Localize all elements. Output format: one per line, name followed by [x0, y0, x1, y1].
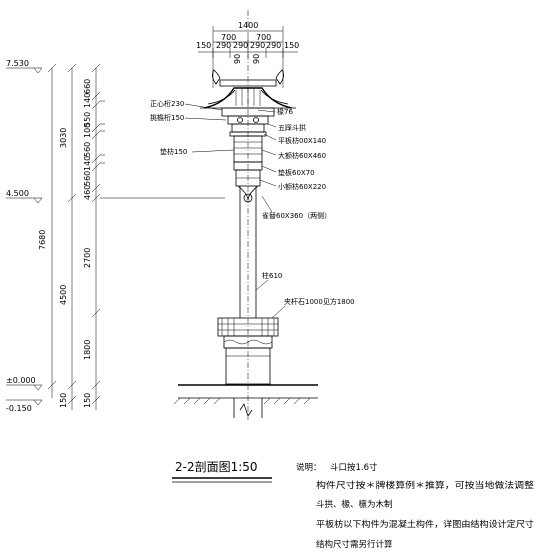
dim-r-150: 150: [83, 393, 92, 408]
dim-r-460: 460: [83, 185, 92, 200]
note-line-5: 结构尺寸需另行计算: [316, 539, 393, 550]
elev-mid: 4.500: [6, 189, 29, 198]
label-rafter: 椽76: [277, 107, 293, 116]
label-column-head: 垫板60X70: [278, 168, 315, 177]
dim-r-560a: 560: [83, 142, 92, 157]
dim-center-left: 90: [233, 54, 242, 64]
elev-base: -0.150: [6, 404, 32, 413]
dim-part-6: 150: [284, 41, 299, 50]
dim-r-2700: 2700: [83, 248, 92, 268]
note-line-1: 斗口按1.6寸: [330, 462, 378, 473]
dim-part-2: 290: [216, 41, 231, 50]
column-shaft: [239, 10, 257, 420]
notes-heading: 说明：: [296, 462, 322, 473]
label-purlin: 垫枋150: [160, 147, 187, 156]
label-beam-large: 大额枋60X460: [278, 151, 326, 160]
dim-r-100: 100: [83, 123, 92, 138]
dim-r-140b: 140: [83, 156, 92, 171]
note-line-3: 斗拱、椽、檩为木制: [316, 499, 393, 510]
notes-block: 说明： 斗口按1.6寸 构件尺寸按＊牌楼算例＊推算，可按当地做法调整 斗拱、椽、…: [296, 462, 535, 550]
elev-top: 7.530: [6, 59, 29, 68]
note-line-4: 平板枋以下构件为混凝土构件，详图由结构设计定尺寸: [316, 519, 535, 530]
label-bracket: 五踩斗拱: [278, 123, 306, 132]
note-line-2: 构件尺寸按＊牌楼算例＊推算，可按当地做法调整: [316, 480, 535, 491]
drawing-title: 2-2剖面图1:50: [172, 460, 272, 483]
dim-r-560b: 560: [83, 171, 92, 186]
label-sparrow: 雀替60X360（两侧）: [262, 211, 331, 220]
dim-part-5: 290: [266, 41, 281, 50]
label-column: 柱610: [262, 271, 282, 280]
clamp-stone-base: [173, 317, 318, 418]
title-text: 2-2剖面图1:50: [175, 460, 258, 474]
dim-lower: 4500: [59, 285, 68, 305]
dim-upper: 3030: [59, 128, 68, 148]
dim-part-4: 290: [250, 41, 265, 50]
dim-r-1800: 1800: [83, 340, 92, 360]
dim-part-3: 290: [233, 41, 248, 50]
dim-half-left: 700: [221, 33, 236, 42]
label-flat-board: 平板枋00X140: [278, 136, 326, 145]
elev-ground: ±0.000: [6, 376, 36, 385]
dim-center-right: 90: [252, 54, 261, 64]
dim-r-140a: 140: [83, 93, 92, 108]
label-clamp: 夹杆石1000见方1800: [284, 297, 355, 306]
label-eave-purlin: 挑檐桁150: [150, 113, 184, 122]
dim-half-right: 700: [256, 33, 271, 42]
top-dimensions: 1400 700 700 150 290 290 290 290 150 90 …: [196, 21, 299, 88]
leader-labels: 正心桁230 挑檐桁150 椽76 五踩斗拱 平板枋00X140 大额枋60X4…: [150, 99, 355, 319]
dim-part-1: 150: [196, 41, 211, 50]
dim-total: 7680: [38, 230, 47, 250]
dim-r-660: 660: [83, 79, 92, 94]
left-dimensions: 7.530 4.500 ±0.000 -0.150 7680 3030 4500…: [6, 59, 225, 413]
label-small-beam: 小额枋60X220: [278, 182, 326, 191]
dim-r-550: 550: [83, 112, 92, 127]
label-gable-board: 正心桁230: [150, 99, 184, 108]
dim-bottom-left: 150: [59, 393, 68, 408]
